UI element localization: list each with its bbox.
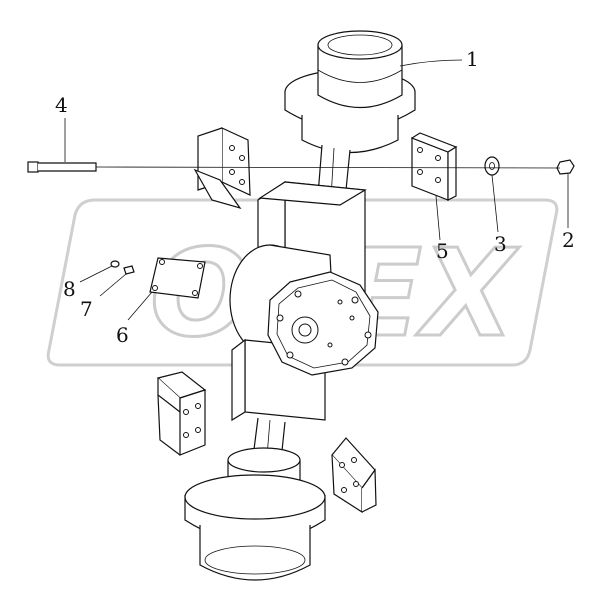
washer-part-3 bbox=[484, 156, 500, 176]
callout-6: 6 bbox=[116, 323, 129, 347]
lower-hub bbox=[184, 447, 326, 581]
callout-3: 3 bbox=[494, 232, 507, 256]
mounting-block-upper-left bbox=[193, 127, 251, 210]
screw-part-7 bbox=[123, 265, 135, 275]
plate-part-5 bbox=[410, 132, 458, 201]
bolt-part-4 bbox=[27, 161, 97, 173]
callout-labels: 1 2 3 4 5 6 7 8 bbox=[55, 47, 575, 347]
cover-plate-part-6 bbox=[149, 257, 206, 299]
callout-7: 7 bbox=[80, 297, 93, 321]
callout-4: 4 bbox=[55, 93, 68, 117]
callout-8: 8 bbox=[63, 277, 76, 301]
callout-2: 2 bbox=[562, 228, 575, 252]
mounting-plate-lower-right bbox=[331, 437, 377, 514]
callout-5: 5 bbox=[436, 239, 449, 263]
bolt-axis-line bbox=[95, 166, 561, 169]
leader-lines bbox=[64, 59, 569, 321]
washer-part-8 bbox=[110, 260, 120, 268]
octagonal-flange bbox=[267, 271, 379, 376]
mounting-block-lower-left bbox=[156, 371, 207, 456]
callout-1: 1 bbox=[466, 47, 479, 71]
upper-hub bbox=[284, 30, 416, 153]
nut-part-2 bbox=[556, 159, 575, 175]
